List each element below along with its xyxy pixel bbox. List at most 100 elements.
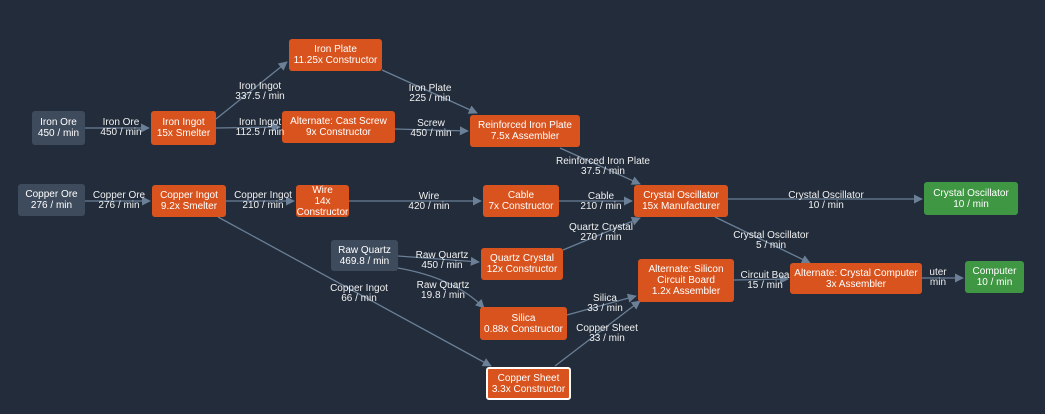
edge-label-reinforced-oscillator: Reinforced Iron Plate 37.5 / min [556,157,650,177]
node-title: Iron Plate [314,44,357,55]
node-sub: 276 / min [30,200,73,211]
node-raw-quartz[interactable]: Raw Quartz 469.8 / min [331,240,398,271]
node-sub: 0.88x Constructor [484,323,563,335]
edge-rate: 33 / min [589,333,625,344]
edge-label-computer-output: uter min [929,268,946,288]
node-sub: 14x Constructor [296,195,349,218]
edge-item: Circuit Boa [740,270,790,281]
edge-rate: 337.5 / min [235,91,285,102]
edge-item: Copper Ingot [234,190,292,201]
edge-oscillator-to-computer [714,216,811,264]
node-cable[interactable]: Cable 7x Constructor [483,185,559,217]
edge-label-copper-ore: Copper Ore 276 / min [93,191,145,211]
edge-rate: 15 / min [747,280,783,291]
edge-copper-ingot-to-sheet [217,216,492,367]
edge-screw-to-reinforced [394,126,469,136]
edge-rate: 66 / min [341,293,377,304]
edge-label-quartz-crystal: Raw Quartz 450 / min [416,251,469,271]
edge-label-cable: Cable 210 / min [580,192,621,212]
node-copper-sheet[interactable]: Copper Sheet 3.3x Constructor [486,367,571,400]
node-wire[interactable]: Wire 14x Constructor [296,184,349,218]
edge-label-screw: Screw 450 / min [410,119,451,139]
node-title: Alternate: Crystal Computer [794,267,918,279]
node-title: Cable [507,190,535,201]
edge-label-copper-ingot-wire: Copper Ingot 210 / min [234,191,292,211]
node-sub: 469.8 / min [339,255,390,267]
node-title: Copper Ore [25,189,78,200]
node-silica[interactable]: Silica 0.88x Constructor [480,307,567,340]
edge-item: Screw [417,118,445,129]
node-sub: 1.2x Assembler [651,286,721,297]
edge-item: Iron Ingot [238,117,282,128]
node-silicon-circuit-board[interactable]: Alternate: Silicon Circuit Board 1.2x As… [638,259,734,302]
edge-crystal-to-oscillator [562,216,641,251]
edge-item: Copper Sheet [576,323,638,334]
node-copper-ore[interactable]: Copper Ore 276 / min [18,184,85,216]
edge-ingot-to-plate [215,61,288,120]
node-title: Quartz Crystal [490,253,554,264]
edge-item: Reinforced Iron Plate [556,156,650,167]
edge-label-oscillator-computer: Crystal Oscillator 5 / min [733,231,809,251]
node-sub: 3.3x Constructor [491,383,566,395]
node-title: Wire [312,184,333,196]
edge-item: Iron Ore [102,117,140,128]
edge-label-plate-reinforced: Iron Plate 225 / min [409,84,452,104]
edge-sheet-to-board [554,300,641,367]
node-computer-output[interactable]: Computer 10 / min [965,261,1024,293]
edge-rate: 450 / min [410,128,452,139]
node-crystal-oscillator[interactable]: Crystal Oscillator 15x Manufacturer [634,185,728,217]
edge-label-iron-ore: Iron Ore 450 / min [100,118,141,138]
node-quartz-crystal[interactable]: Quartz Crystal 12x Constructor [481,248,563,280]
edge-label-wire: Wire 420 / min [408,192,449,212]
node-sub: 9.2x Smelter [160,201,218,212]
edge-rate: 112.5 / min [235,127,285,138]
edge-item: Raw Quartz [416,280,470,291]
edge-board-to-computer [733,274,789,284]
node-sub: 9x Constructor [305,127,372,138]
edge-ingot-to-screw [215,122,281,132]
edge-label-silica: Silica 33 / min [587,294,623,314]
edge-label-copper-ingot-sheet: Copper Ingot 66 / min [330,284,388,304]
edge-item: Crystal Oscillator [733,230,809,241]
node-iron-plate[interactable]: Iron Plate 11.25x Constructor [289,39,382,71]
edge-rate: 420 / min [408,201,450,212]
edge-rate: 19.8 / min [421,290,465,301]
edge-quartz-to-silica [397,267,485,309]
edge-item: Raw Quartz [415,250,469,261]
node-sub: 7x Constructor [488,201,554,212]
node-iron-ore[interactable]: Iron Ore 450 / min [32,111,85,145]
edge-item: Wire [418,191,440,202]
node-sub: 10 / min [953,198,989,210]
edge-label-copper-sheet: Copper Sheet 33 / min [576,324,638,344]
edge-item: Quartz Crystal [569,222,633,233]
edge-item: Cable [587,191,615,202]
edge-rate: 270 / min [580,232,622,243]
edge-rate: 225 / min [409,93,451,104]
edge-rate: 210 / min [242,200,284,211]
node-title: Crystal Oscillator [933,187,1009,199]
node-title: Computer [972,266,1017,277]
node-crystal-oscillator-output[interactable]: Crystal Oscillator 10 / min [924,182,1018,215]
node-title: Copper Sheet [497,372,560,384]
node-title: Crystal Oscillator [643,190,719,201]
node-cast-screw[interactable]: Alternate: Cast Screw 9x Constructor [282,111,395,143]
node-sub: 450 / min [37,128,80,139]
edge-label-crystal-oscillator: Quartz Crystal 270 / min [569,223,633,243]
node-crystal-computer[interactable]: Alternate: Crystal Computer 3x Assembler [790,263,922,294]
node-title: Copper Ingot [160,190,218,201]
node-title: Alternate: Cast Screw [290,116,387,127]
edge-label-board-computer: Circuit Boa 15 / min [741,271,790,291]
node-title: Alternate: Silicon Circuit Board [648,264,724,286]
node-sub: 10 / min [976,277,1013,288]
edge-label-ingot-plate: Iron Ingot 337.5 / min [235,82,284,102]
node-reinforced-iron-plate[interactable]: Reinforced Iron Plate 7.5x Assembler [470,115,580,147]
node-sub: 7.5x Assembler [490,131,560,142]
node-title: Silica [511,312,536,324]
edge-rate: 450 / min [421,260,463,271]
node-sub: 3x Assembler [825,278,887,290]
edge-rate: 276 / min [98,200,140,211]
node-copper-ingot[interactable]: Copper Ingot 9.2x Smelter [152,185,226,217]
edge-item: Iron Ingot [238,81,282,92]
edge-label-ingot-screw: Iron Ingot 112.5 / min [236,118,285,138]
node-iron-ingot[interactable]: Iron Ingot 15x Smelter [151,111,216,145]
